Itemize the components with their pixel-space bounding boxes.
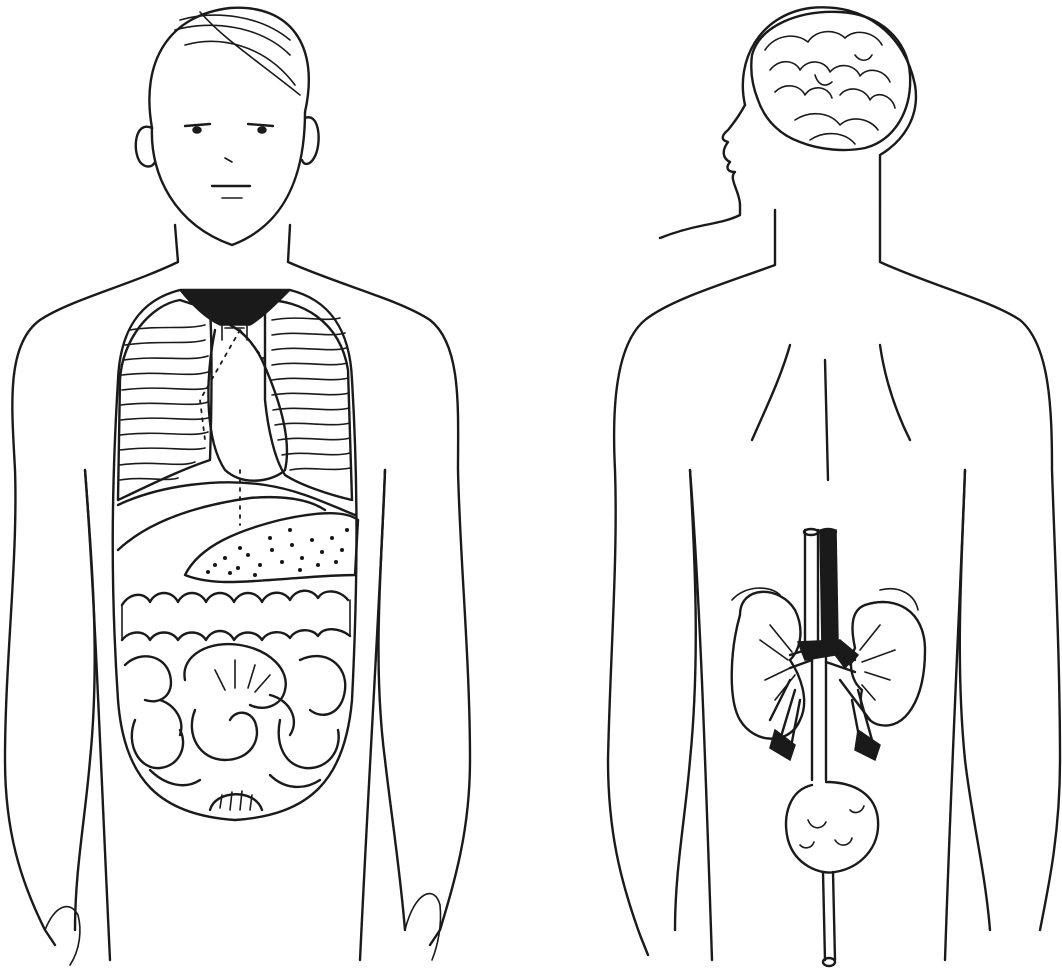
back-left-kidney — [732, 588, 804, 739]
back-head — [723, 7, 916, 205]
front-figure — [5, 8, 470, 965]
front-left-lung — [118, 300, 212, 500]
back-figure — [608, 7, 1060, 966]
front-bladder — [210, 791, 262, 810]
front-trachea — [180, 290, 290, 340]
front-heart — [200, 325, 287, 525]
front-large-intestine — [122, 591, 350, 640]
front-torso-cavity — [113, 290, 357, 820]
front-face — [185, 124, 273, 198]
front-body-outline — [5, 225, 470, 965]
back-bladder — [786, 782, 878, 966]
front-liver — [118, 482, 355, 550]
front-small-intestine — [125, 644, 345, 787]
front-stomach — [185, 513, 358, 582]
front-hair — [149, 8, 308, 128]
